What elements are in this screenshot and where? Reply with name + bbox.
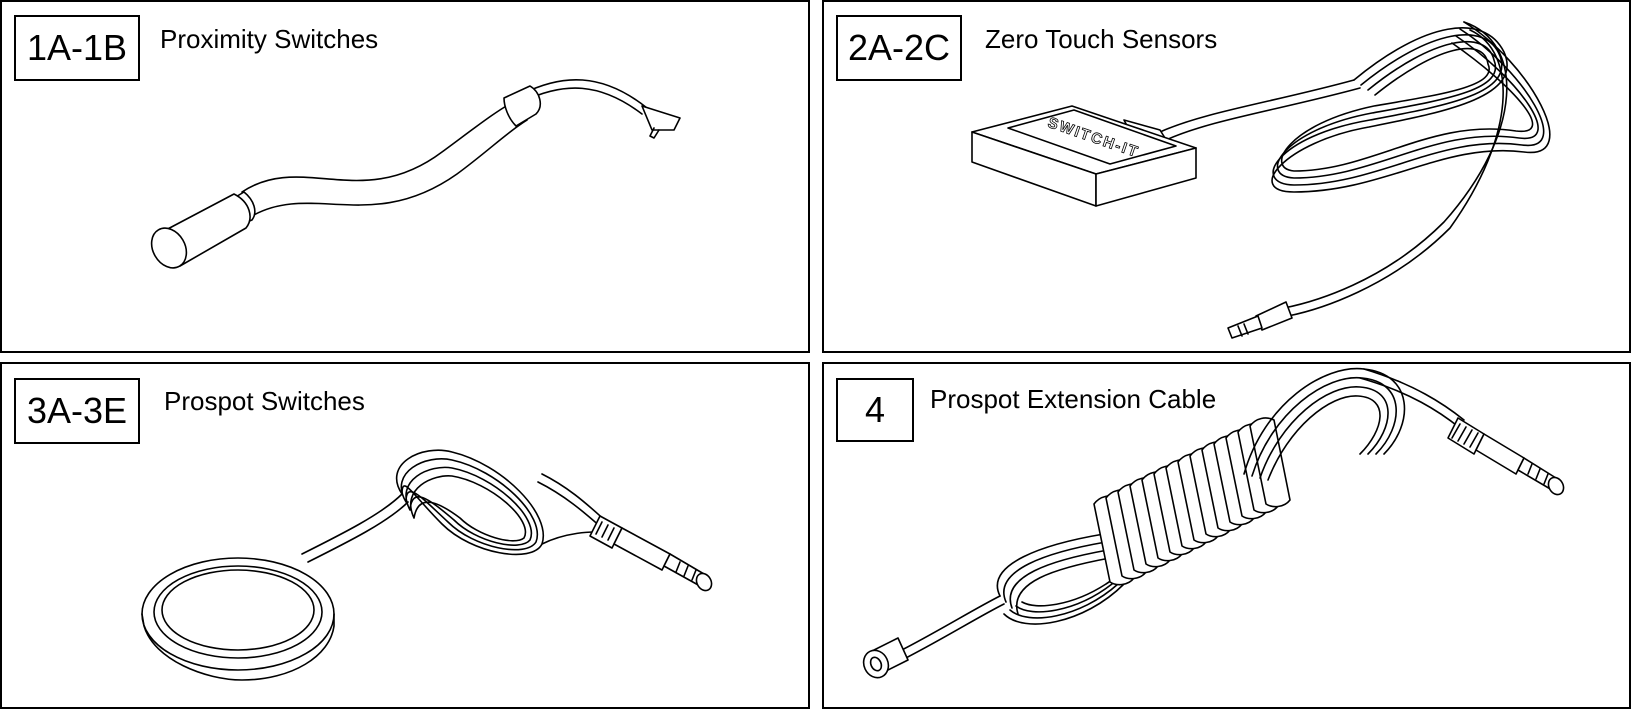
item-title: Proximity Switches — [160, 24, 379, 54]
item-code-box: 4 — [836, 378, 914, 442]
item-code: 1A-1B — [26, 27, 128, 68]
item-title: Prospot Switches — [164, 386, 365, 416]
item-title: Prospot Extension Cable — [930, 384, 1217, 414]
item-code: 2A-2C — [847, 27, 951, 68]
item-title: Zero Touch Sensors — [985, 24, 1218, 54]
extension-cable-icon — [862, 367, 1565, 679]
proximity-switch-icon — [150, 79, 681, 269]
item-code: 3A-3E — [26, 390, 128, 431]
item-code: 4 — [864, 389, 886, 430]
item-code-box: 3A-3E — [14, 378, 140, 444]
panel-prospot-extension-cable: 4 Prospot Extension Cable — [822, 362, 1631, 709]
item-code-box: 2A-2C — [836, 15, 962, 81]
panel-zero-touch-sensors: 2A-2C Zero Touch Sensors SWITCH-IT — [822, 0, 1631, 353]
panel-proximity-switches: 1A-1B Proximity Switches — [0, 0, 810, 353]
prospot-switch-icon — [141, 449, 713, 681]
zero-touch-sensor-icon: SWITCH-IT — [971, 21, 1551, 339]
panel-prospot-switches: 3A-3E Prospot Switches — [0, 362, 810, 709]
cable-wraps — [1093, 417, 1291, 586]
item-code-box: 1A-1B — [14, 15, 140, 81]
